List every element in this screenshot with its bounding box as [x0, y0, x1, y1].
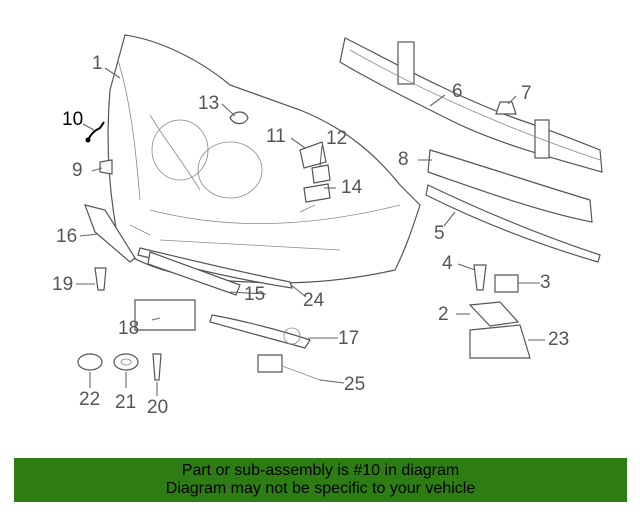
part-18-drawing — [134, 299, 196, 331]
callout-10[interactable]: 10 — [62, 109, 84, 130]
leader-lines — [76, 67, 545, 396]
part-22-drawing — [77, 353, 103, 371]
absorber-drawing — [427, 149, 593, 223]
parts-diagram — [76, 34, 603, 396]
callout-24[interactable]: 24 — [303, 290, 325, 311]
part-7-drawing — [495, 101, 517, 115]
part-23-drawing — [469, 324, 531, 359]
callout-22[interactable]: 22 — [79, 389, 101, 410]
part-11-drawing — [299, 141, 327, 169]
callout-15[interactable]: 15 — [244, 284, 266, 305]
callout-13[interactable]: 13 — [198, 93, 220, 114]
callout-3[interactable]: 3 — [540, 272, 551, 293]
callout-7[interactable]: 7 — [521, 83, 532, 104]
part-10-drawing — [87, 121, 105, 141]
callout-21[interactable]: 21 — [115, 392, 137, 413]
part-2-drawing — [468, 301, 520, 327]
part-19-drawing — [94, 267, 107, 291]
impact-bar-drawing — [339, 37, 603, 173]
banner-line-1: Part or sub-assembly is #10 in diagram — [181, 462, 460, 479]
callout-12[interactable]: 12 — [326, 128, 348, 149]
callout-23[interactable]: 23 — [548, 329, 570, 350]
part-16-drawing — [84, 204, 136, 263]
part-21-drawing — [113, 353, 139, 371]
callout-17[interactable]: 17 — [338, 328, 360, 349]
part-12-drawing — [311, 164, 331, 184]
banner-line-2: Diagram may not be specific to your vehi… — [165, 480, 476, 497]
callout-18[interactable]: 18 — [118, 318, 140, 339]
selected-part-banner: Part or sub-assembly is #10 in diagram D… — [14, 458, 627, 502]
deflector-drawing — [425, 184, 601, 263]
part-9-drawing — [99, 159, 113, 175]
part-14-drawing — [303, 183, 331, 203]
callout-9[interactable]: 9 — [72, 160, 83, 181]
part-15-drawing — [147, 251, 241, 296]
callout-19[interactable]: 19 — [52, 274, 74, 295]
part-10-connector — [85, 137, 91, 143]
callout-14[interactable]: 14 — [341, 177, 363, 198]
callout-1[interactable]: 1 — [92, 53, 103, 74]
callout-11[interactable]: 11 — [266, 126, 286, 147]
callout-4[interactable]: 4 — [442, 253, 453, 274]
callout-16[interactable]: 16 — [56, 226, 78, 247]
part-3-drawing — [494, 274, 519, 293]
part-4-drawing — [473, 264, 487, 291]
callout-8[interactable]: 8 — [398, 149, 409, 170]
part-25-drawing — [257, 354, 283, 373]
callout-5[interactable]: 5 — [434, 223, 445, 244]
callout-2[interactable]: 2 — [438, 304, 449, 325]
part-20-drawing — [152, 353, 162, 381]
callout-25[interactable]: 25 — [344, 374, 366, 395]
callout-20[interactable]: 20 — [147, 397, 169, 418]
callout-6[interactable]: 6 — [452, 81, 463, 102]
